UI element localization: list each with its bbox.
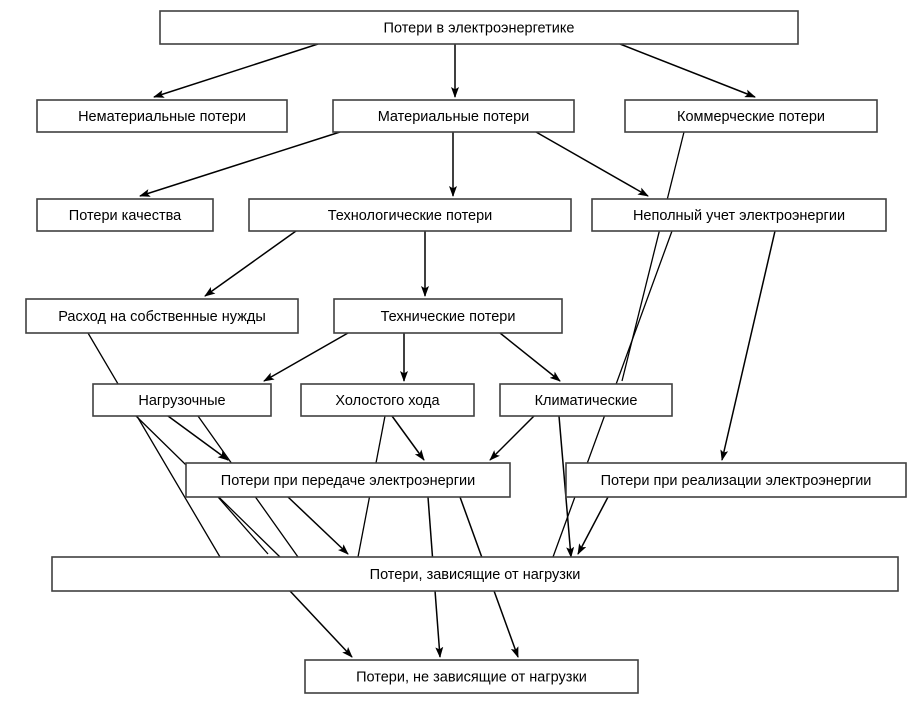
node-n8[interactable]: Расход на собственные нужды xyxy=(25,298,299,334)
node-label-n7: Неполный учет электроэнергии xyxy=(633,208,845,224)
node-label-n14: Потери при реализации электроэнергии xyxy=(601,473,872,489)
node-box-n9[interactable] xyxy=(333,298,563,334)
node-n7[interactable]: Неполный учет электроэнергии xyxy=(591,198,887,232)
edge-n1-to-n4 xyxy=(619,43,756,98)
node-box-n4[interactable] xyxy=(624,99,878,133)
node-box-n7[interactable] xyxy=(591,198,887,232)
edge-n7-to-n14 xyxy=(720,230,776,461)
node-n9[interactable]: Технические потери xyxy=(333,298,563,334)
edge-n8-to-n13 xyxy=(87,332,221,558)
node-box-n16[interactable] xyxy=(304,659,639,694)
edge-n14-to-n15 xyxy=(577,496,609,555)
node-n14[interactable]: Потери при реализации электроэнергии xyxy=(565,462,907,498)
node-box-n10[interactable] xyxy=(92,383,272,417)
edge-n12-to-n13 xyxy=(489,415,535,461)
node-label-n15: Потери, зависящие от нагрузки xyxy=(370,567,581,583)
node-n12[interactable]: Климатические xyxy=(499,383,673,417)
node-box-n15[interactable] xyxy=(51,556,899,592)
node-n4[interactable]: Коммерческие потери xyxy=(624,99,878,133)
node-n1[interactable]: Потери в электроэнергетике xyxy=(159,10,799,45)
node-box-n14[interactable] xyxy=(565,462,907,498)
node-label-n5: Потери качества xyxy=(69,208,182,224)
node-n5[interactable]: Потери качества xyxy=(36,198,214,232)
node-box-n5[interactable] xyxy=(36,198,214,232)
node-n2[interactable]: Нематериальные потери xyxy=(36,99,288,133)
node-label-n13: Потери при передаче электроэнергии xyxy=(221,473,475,489)
node-box-n1[interactable] xyxy=(159,10,799,45)
node-label-n12: Климатические xyxy=(535,393,638,409)
node-n3[interactable]: Материальные потери xyxy=(332,99,575,133)
node-n15[interactable]: Потери, зависящие от нагрузки xyxy=(51,556,899,592)
node-box-n2[interactable] xyxy=(36,99,288,133)
node-n13[interactable]: Потери при передаче электроэнергии xyxy=(185,462,511,498)
node-box-n3[interactable] xyxy=(332,99,575,133)
edge-n1-to-n2 xyxy=(153,43,319,98)
edge-n6-to-n8 xyxy=(204,230,297,297)
node-n10[interactable]: Нагрузочные xyxy=(92,383,272,417)
nodes-layer: Потери в электроэнергетикеНематериальные… xyxy=(25,10,907,694)
node-label-n1: Потери в электроэнергетике xyxy=(384,20,575,36)
edge-n13-to-n15 xyxy=(287,496,349,555)
edge-n15-to-n16 xyxy=(289,590,353,658)
node-label-n4: Коммерческие потери xyxy=(677,109,825,125)
node-label-n8: Расход на собственные нужды xyxy=(58,309,266,325)
node-box-n6[interactable] xyxy=(248,198,572,232)
edge-n9-to-n10 xyxy=(263,332,349,382)
node-n6[interactable]: Технологические потери xyxy=(248,198,572,232)
edge-n11-to-n13 xyxy=(391,415,425,461)
node-label-n10: Нагрузочные xyxy=(138,393,225,409)
node-label-n11: Холостого хода xyxy=(335,393,440,409)
edge-n3-to-n7 xyxy=(535,131,649,197)
node-label-n3: Материальные потери xyxy=(378,109,530,125)
edge-n9-to-n12 xyxy=(499,332,561,382)
edge-n10-to-n13 xyxy=(167,415,229,461)
node-box-n12[interactable] xyxy=(499,383,673,417)
node-n16[interactable]: Потери, не зависящие от нагрузки xyxy=(304,659,639,694)
node-label-n16: Потери, не зависящие от нагрузки xyxy=(356,669,587,685)
node-box-n8[interactable] xyxy=(25,298,299,334)
node-label-n6: Технологические потери xyxy=(328,208,493,224)
node-label-n9: Технические потери xyxy=(381,309,516,325)
edge-n3-to-n5 xyxy=(139,131,341,197)
node-n11[interactable]: Холостого хода xyxy=(300,383,475,417)
edge-n13-to-n15 xyxy=(217,496,269,555)
node-box-n11[interactable] xyxy=(300,383,475,417)
node-label-n2: Нематериальные потери xyxy=(78,109,246,125)
edge-n12-to-n15 xyxy=(558,415,575,558)
node-box-n13[interactable] xyxy=(185,462,511,498)
